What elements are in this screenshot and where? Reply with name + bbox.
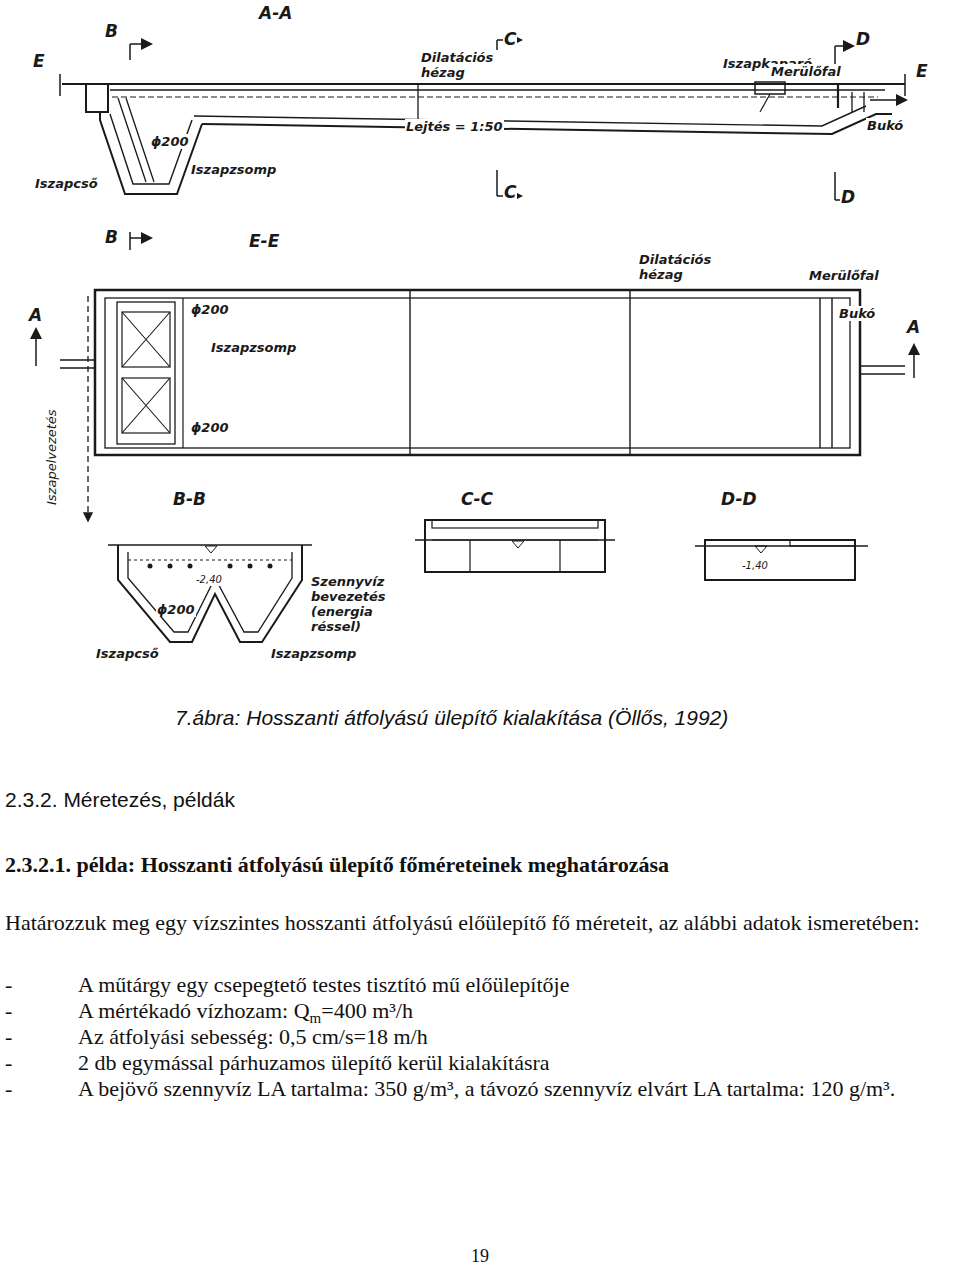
section-title: A-A	[258, 4, 293, 23]
section-marker: D	[855, 30, 871, 49]
part-label: Dilatációs hézag	[638, 252, 724, 282]
section-marker: A	[28, 306, 43, 325]
section-title: E-E	[248, 232, 280, 251]
list-item-line: A mértékadó vízhozam: Qm=400 m³/h	[78, 997, 413, 1024]
body-text: Határozzuk meg egy vízszintes hosszanti …	[5, 909, 935, 936]
example-heading: 2.3.2.1. példa: Hosszanti átfolyású ülep…	[5, 852, 669, 878]
part-label: Merülőfal	[770, 64, 842, 79]
part-label: Iszapzsomp	[190, 162, 277, 177]
section-marker: E	[915, 62, 929, 81]
dimension-label: ϕ200	[190, 420, 230, 435]
list-item-part: A mértékadó vízhozam: Q	[78, 998, 310, 1023]
page-number: 19	[471, 1245, 489, 1267]
section-title: C-C	[460, 490, 494, 509]
list-item: Az átfolyási sebesség: 0,5 cm/s=18 m/h	[78, 1023, 428, 1050]
part-label: Szennyvíz bevezetés (energia réssel)	[310, 574, 400, 634]
part-label: Bukó	[838, 306, 876, 321]
list-item: A bejövő szennyvíz LA tartalma: 350 g/m³…	[78, 1074, 938, 1104]
section-title: B-B	[172, 490, 207, 509]
dimension-label: ϕ200	[156, 602, 196, 617]
part-label: Iszapcső	[95, 646, 160, 661]
list-dash: -	[5, 997, 12, 1024]
level-label: -1,40	[742, 560, 768, 572]
part-label: Bukó	[866, 118, 904, 133]
section-marker: D	[840, 188, 856, 207]
list-dash: -	[5, 1074, 12, 1104]
section-marker: C	[503, 30, 517, 49]
figure-caption: 7.ábra: Hosszanti átfolyású ülepítő kial…	[175, 705, 728, 731]
list-dash: -	[5, 1049, 12, 1076]
section-marker: E	[32, 52, 46, 71]
list-dash: -	[5, 971, 12, 998]
slope-label: Lejtés = 1:50	[405, 119, 504, 134]
level-label: -2,40	[196, 574, 222, 586]
section-marker: B	[104, 22, 119, 41]
part-label: Iszapcső	[34, 176, 99, 191]
list-item: 2 db egymással párhuzamos ülepítő kerül …	[78, 1049, 550, 1076]
part-label: Merülőfal	[808, 268, 880, 283]
part-label: Iszapelvezetés	[44, 409, 59, 505]
part-label: Iszapzsomp	[270, 646, 357, 661]
section-heading: 2.3.2. Méretezés, példák	[5, 787, 235, 813]
dimension-label: ϕ200	[150, 134, 190, 149]
settling-tank-drawing	[0, 0, 960, 680]
list-item-part: =400 m³/h	[321, 998, 413, 1023]
part-label: Iszapzsomp	[210, 340, 297, 355]
dimension-label: ϕ200	[190, 302, 230, 317]
list-item: A műtárgy egy csepegtető testes tisztító…	[78, 971, 569, 998]
part-label: Dilatációs hézag	[420, 50, 506, 80]
section-marker: C	[503, 183, 517, 202]
section-marker: A	[906, 318, 921, 337]
section-title: D-D	[720, 490, 758, 509]
subscript: m	[310, 1010, 322, 1026]
section-marker: B	[104, 228, 119, 247]
list-dash: -	[5, 1023, 12, 1050]
